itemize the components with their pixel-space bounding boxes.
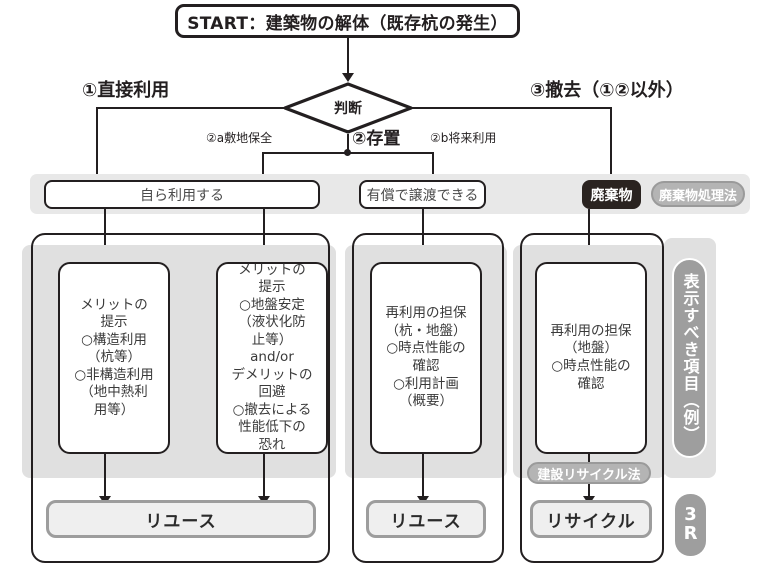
mid-box-paid-transfer: 有償で譲渡できる [359,180,486,209]
route-label-future-use: ②b将来利用 [430,131,497,145]
mid-box-paid-transfer-label: 有償で譲渡できる [366,187,479,204]
result-label-reuse-mid: リユース [390,511,462,532]
connector-decision-down-v [347,134,349,153]
result-box-reuse-mid: リユース [366,500,486,538]
detail-text-reuse-guarantee-pile-ground: 再利用の担保 （杭・地盤） ○時点性能の 確認 ○利用計画 （概要） [385,305,467,410]
start-label: START：建築物の解体（既存杭の発生） [187,13,508,34]
connector-merit1-to-reuse [104,454,106,497]
law-pill-construction-recycle-label: 建設リサイクル法 [537,467,641,483]
decision-label: 判断 [334,101,362,117]
mid-box-waste: 廃棄物 [582,180,641,209]
detail-box-merit-structural: メリットの 提示 ○構造利用 （杭等） ○非構造利用 （地中熱利 用等） [58,262,170,454]
connector-retain-2a-v [262,152,264,177]
law-pill-waste-disposal: 廃棄物処理法 [651,181,745,207]
sidebar-vertical-label: 表示すべき項目（例） [680,273,700,443]
result-box-reuse-left: リユース [46,500,316,538]
badge-3r: 3 R [675,494,706,556]
connector-selfuse-to-merit2 [263,209,265,256]
badge-3r-line1: 3 [684,504,697,526]
connector-selfuse-to-merit1 [104,209,106,256]
connector-detail4-to-law [588,454,590,464]
route-label-direct-use: ①直接利用 [82,80,170,101]
detail-text-reuse-guarantee-ground: 再利用の担保 （地盤） ○時点性能の 確認 [550,322,632,392]
connector-decision-right-v [610,107,612,177]
group-outline-left [31,233,330,563]
arrowhead-decision-in [342,73,354,82]
result-box-recycle: リサイクル [530,500,652,538]
group-outline-middle [352,233,504,563]
route-label-removal: ③撤去（①②以外） [530,80,684,101]
start-node: START：建築物の解体（既存杭の発生） [175,4,520,38]
decision-node: 判断 [283,82,413,134]
result-label-reuse-left: リユース [145,511,217,532]
detail-text-merit-ground: メリットの 提示 ○地盤安定 （液状化防 止等） and/or デメリットの 回… [231,261,313,453]
connector-start-to-decision [347,38,349,74]
detail-box-reuse-guarantee-ground: 再利用の担保 （地盤） ○時点性能の 確認 [535,262,647,454]
mid-box-self-use-label: 自ら利用する [140,187,224,204]
connector-detail3-to-reuse [422,454,424,497]
connector-retain-2b-v [432,152,434,177]
badge-3r-line2: R [683,523,698,544]
route-label-site-conservation: ②a敷地保全 [206,131,273,145]
law-pill-construction-recycle: 建設リサイクル法 [527,462,651,484]
group-outline-right [520,233,664,563]
connector-law-to-recycle [588,484,590,497]
mid-box-self-use: 自ら利用する [44,180,320,209]
connector-decision-left-v [96,107,98,177]
sidebar-vertical-pill: 表示すべき項目（例） [672,258,707,458]
mid-box-waste-label: 廃棄物 [590,187,633,204]
detail-text-merit-structural: メリットの 提示 ○構造利用 （杭等） ○非構造利用 （地中熱利 用等） [74,296,154,418]
connector-transfer-to-detail3 [422,209,424,256]
result-label-recycle: リサイクル [546,511,636,532]
detail-box-reuse-guarantee-pile-ground: 再利用の担保 （杭・地盤） ○時点性能の 確認 ○利用計画 （概要） [370,262,482,454]
detail-box-merit-ground: メリットの 提示 ○地盤安定 （液状化防 止等） and/or デメリットの 回… [216,262,328,454]
route-label-retain: ②存置 [352,129,401,149]
connector-decision-right-h [410,107,612,109]
connector-decision-left-h [96,107,286,109]
connector-waste-to-detail4 [588,209,590,256]
connector-retain-split-h [262,152,433,154]
law-pill-waste-disposal-label: 廃棄物処理法 [658,188,737,204]
connector-merit2-to-reuse [263,454,265,497]
